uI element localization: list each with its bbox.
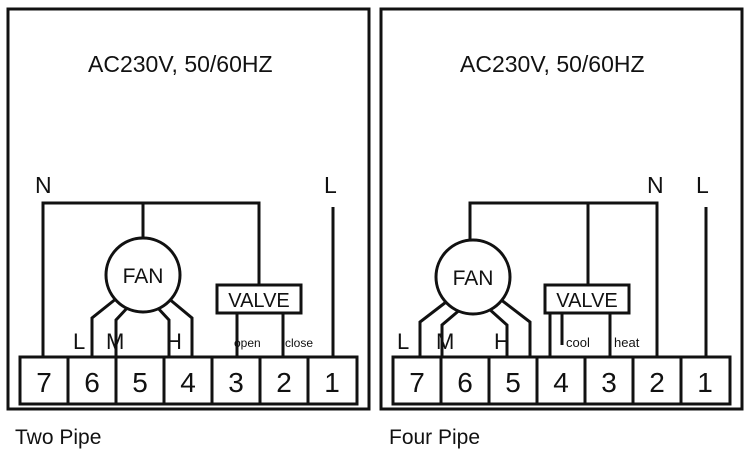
four-pipe-terminal-2: 2 bbox=[649, 367, 665, 398]
two-pipe-caption: Two Pipe bbox=[15, 426, 102, 449]
two-pipe-diagram: AC230V, 50/60HZ N L FAN VALVE L M H open… bbox=[6, 7, 371, 411]
two-pipe-neutral-label: N bbox=[35, 172, 52, 198]
four-pipe-terminal-1: 1 bbox=[697, 367, 713, 398]
two-pipe-speed-medium-label: M bbox=[106, 329, 124, 354]
two-pipe-terminal-1: 1 bbox=[324, 367, 340, 398]
two-pipe-terminal-7: 7 bbox=[36, 367, 52, 398]
two-pipe-valve-label: VALVE bbox=[228, 290, 290, 312]
two-pipe-speed-low-label: L bbox=[73, 329, 85, 354]
two-pipe-supply-label: AC230V, 50/60HZ bbox=[88, 51, 273, 77]
two-pipe-terminal-numbers: 7 6 5 4 3 2 1 bbox=[36, 367, 340, 398]
four-pipe-speed-medium-label: M bbox=[436, 329, 454, 354]
two-pipe-fan-motor bbox=[104, 236, 182, 314]
two-pipe-terminal-6: 6 bbox=[84, 367, 100, 398]
four-pipe-terminal-6: 6 bbox=[457, 367, 473, 398]
four-pipe-supply-label: AC230V, 50/60HZ bbox=[460, 51, 645, 77]
four-pipe-diagram: AC230V, 50/60HZ N L FAN VALVE L M H cool… bbox=[379, 7, 744, 411]
two-pipe-speed-high-label: H bbox=[166, 329, 182, 354]
four-pipe-caption: Four Pipe bbox=[389, 426, 481, 449]
two-pipe-terminal-4: 4 bbox=[180, 367, 196, 398]
two-pipe-fan-label: FAN bbox=[123, 265, 164, 288]
two-pipe-enclosure bbox=[6, 7, 371, 411]
four-pipe-line-label: L bbox=[696, 172, 709, 198]
four-pipe-fan-motor bbox=[434, 238, 512, 316]
four-pipe-terminal-numbers: 7 6 5 4 3 2 1 bbox=[409, 367, 713, 398]
two-pipe-terminal-block bbox=[18, 355, 359, 406]
two-pipe-valve-box bbox=[215, 283, 303, 315]
two-pipe-wires bbox=[41, 201, 335, 357]
four-pipe-neutral-label: N bbox=[647, 172, 664, 198]
four-pipe-speed-low-label: L bbox=[397, 329, 409, 354]
four-pipe-terminal-4: 4 bbox=[553, 367, 569, 398]
four-pipe-valve-box bbox=[543, 283, 631, 315]
two-pipe-valve-close-label: close bbox=[285, 336, 313, 350]
four-pipe-valve-cool-label: cool bbox=[566, 335, 590, 350]
two-pipe-valve-open-label: open bbox=[234, 336, 261, 350]
four-pipe-fan-label: FAN bbox=[453, 267, 494, 290]
two-pipe-terminal-3: 3 bbox=[228, 367, 244, 398]
two-pipe-terminal-5: 5 bbox=[132, 367, 148, 398]
four-pipe-terminal-7: 7 bbox=[409, 367, 425, 398]
four-pipe-terminal-block bbox=[391, 355, 732, 406]
four-pipe-terminal-5: 5 bbox=[505, 367, 521, 398]
four-pipe-speed-high-label: H bbox=[494, 329, 510, 354]
two-pipe-line-label: L bbox=[324, 172, 337, 198]
two-pipe-terminal-2: 2 bbox=[276, 367, 292, 398]
four-pipe-valve-label: VALVE bbox=[556, 290, 618, 312]
four-pipe-valve-heat-label: heat bbox=[614, 335, 640, 350]
four-pipe-enclosure bbox=[379, 7, 744, 411]
four-pipe-terminal-3: 3 bbox=[601, 367, 617, 398]
four-pipe-wires bbox=[418, 201, 708, 357]
